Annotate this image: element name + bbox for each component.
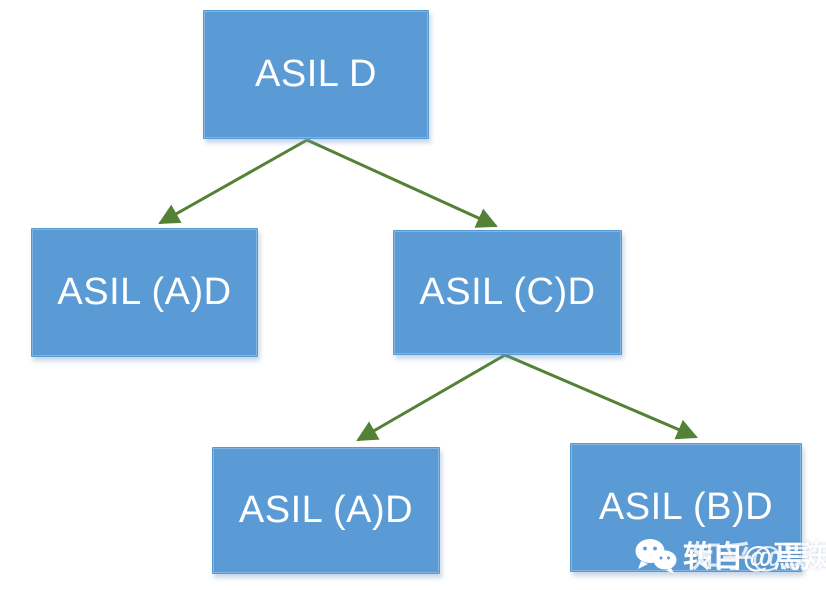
node-label: ASIL (B)D [598,486,774,528]
node-label: ASIL D [255,53,377,95]
node-asil-d: ASIL D [203,10,429,139]
node-label: ASIL (A)D [57,271,232,313]
watermark-text: 转自@焉知 知乎@焉知 [683,534,826,582]
node-label: ASIL (A)D [238,489,414,531]
node-asil-a-d-left: ASIL (A)D [31,228,258,357]
watermark-text-secondary: 知乎@焉知 [692,541,826,574]
arrow-midright-to-bottom-right [504,353,698,440]
watermark-text-primary: 转自@焉知 [683,541,826,574]
watermark: 转自@焉知 知乎@焉知 [634,534,826,582]
arrow-root-to-mid-left [158,138,308,225]
arrow-root-to-mid-right [306,138,498,228]
node-asil-b-d: ASIL (B)D [570,443,802,572]
node-label: ASIL (C)D [419,271,596,313]
wechat-icon [634,537,678,580]
node-asil-c-d: ASIL (C)D [393,230,622,355]
arrow-midright-to-bottom-left [356,353,506,442]
node-asil-a-d-bottom: ASIL (A)D [212,447,440,574]
